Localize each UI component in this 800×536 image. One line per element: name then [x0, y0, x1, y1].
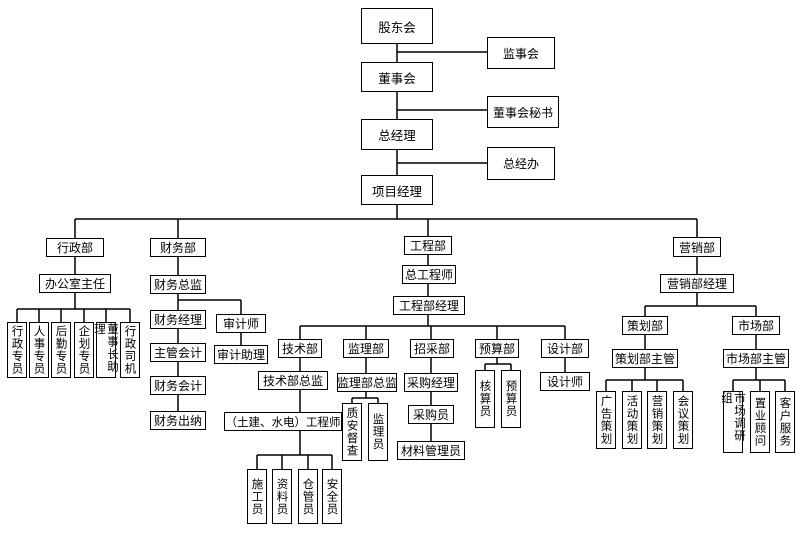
node-gm-office: 总经办 [487, 147, 555, 180]
node-planning-staff-1: 活动策划 [622, 391, 642, 449]
node-marketing-manager: 营销部经理 [660, 274, 734, 293]
node-tech-staff-3: 安全员 [322, 469, 342, 524]
node-board: 董事会 [361, 62, 433, 92]
node-board-secretary: 董事会秘书 [487, 96, 559, 128]
node-planning-staff-3: 会议策划 [673, 391, 693, 449]
node-finance-director: 财务总监 [150, 275, 206, 294]
node-tech-staff-0: 施工员 [247, 469, 267, 524]
node-finance-dept: 财务部 [150, 238, 206, 257]
node-supervision-staff-1: 监理员 [368, 403, 388, 461]
node-design-dept: 设计部 [541, 339, 589, 358]
node-admin-staff-0: 行政专员 [7, 322, 27, 378]
node-market-staff-2: 客户服务 [775, 391, 795, 453]
node-admin-staff-5: 行政司机 [120, 322, 140, 378]
node-general-manager: 总经理 [361, 119, 433, 150]
node-supervision-staff-0: 质安督查 [342, 403, 362, 461]
node-admin-staff-4: 董事长助理 [93, 322, 120, 378]
node-buyer: 采购员 [408, 405, 454, 424]
node-tech-dept: 技术部 [278, 339, 322, 358]
node-engineering-manager: 工程部经理 [393, 296, 465, 315]
node-designer: 设计师 [540, 372, 590, 391]
node-office-director: 办公室主任 [39, 274, 111, 293]
node-procurement-dept: 招采部 [410, 339, 454, 358]
node-planning-staff-0: 广告策划 [596, 391, 616, 449]
node-material-manager: 材料管理员 [397, 441, 465, 460]
node-market-staff-0: 市场调研组 [720, 391, 747, 453]
node-supervisory-board: 监事会 [487, 37, 555, 69]
node-budget-staff-0: 核算员 [475, 370, 495, 428]
node-auditor: 审计师 [216, 314, 266, 333]
node-shareholders: 股东会 [361, 8, 433, 44]
node-admin-staff-1: 人事专员 [29, 322, 49, 378]
node-project-manager: 项目经理 [361, 175, 433, 205]
node-market-supervisor: 市场部主管 [723, 349, 789, 368]
node-marketing-dept: 营销部 [673, 237, 721, 257]
node-market-staff-1: 置业顾问 [750, 391, 770, 453]
node-admin-staff-3: 企划专员 [74, 322, 94, 378]
node-planning-supervisor: 策划部主管 [612, 349, 678, 368]
node-supervision-dept: 监理部 [343, 339, 389, 358]
node-chief-engineer: 总工程师 [402, 265, 456, 284]
node-planning-staff-2: 营销策划 [647, 391, 667, 449]
node-cashier: 财务出纳 [150, 411, 206, 430]
node-tech-staff-2: 仓管员 [298, 469, 318, 524]
node-procurement-manager: 采购经理 [404, 373, 458, 392]
node-budget-dept: 预算部 [475, 339, 519, 358]
node-civil-engineer: （土建、水电）工程师 [224, 412, 342, 431]
node-tech-director: 技术部总监 [258, 371, 328, 390]
node-finance-manager: 财务经理 [150, 310, 206, 329]
node-admin-staff-2: 后勤专员 [51, 322, 71, 378]
node-planning-dept: 策划部 [622, 316, 668, 335]
node-accountant: 财务会计 [150, 376, 206, 395]
node-budget-staff-1: 预算员 [501, 370, 521, 428]
node-admin-dept: 行政部 [46, 238, 104, 257]
node-tech-staff-1: 资料员 [272, 469, 292, 524]
node-supervision-director: 监理部总监 [337, 373, 397, 392]
node-market-dept: 市场部 [732, 316, 780, 335]
node-engineering-dept: 工程部 [404, 236, 452, 255]
node-chief-accountant: 主管会计 [150, 343, 206, 362]
node-audit-assistant: 审计助理 [214, 345, 268, 364]
